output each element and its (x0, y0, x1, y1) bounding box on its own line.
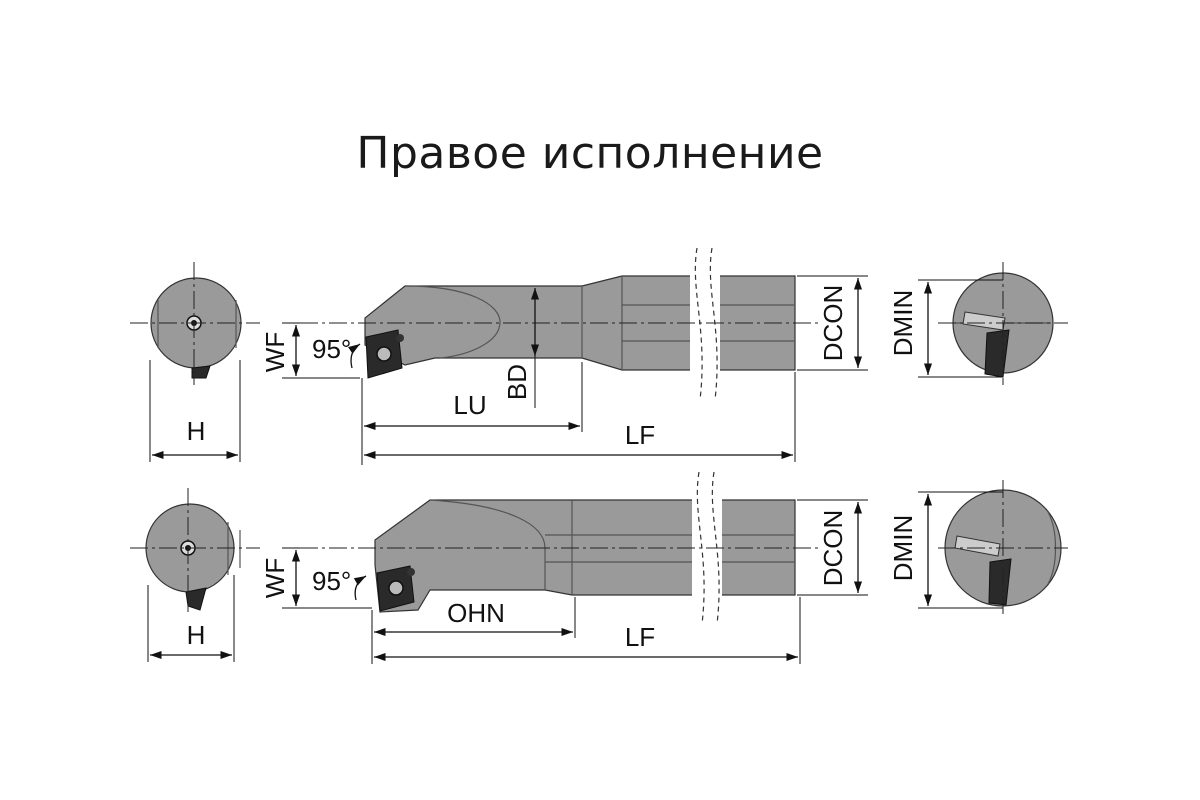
bottom-dmin-dimension: DMIN (888, 491, 1003, 609)
bottom-wf-label: WF (260, 558, 290, 598)
bottom-ohn-dimension: OHN (371, 597, 576, 664)
top-lu-label: LU (453, 390, 486, 420)
top-h-label: H (187, 416, 206, 446)
bottom-lf-label: LF (625, 622, 655, 652)
top-angle-label: 95° (312, 334, 351, 364)
bottom-h-dimension: H (147, 575, 235, 662)
top-dmin-label: DMIN (888, 290, 918, 356)
top-h-dimension: H (149, 360, 241, 462)
top-dcon-label: DCON (818, 285, 848, 362)
top-lf-label: LF (625, 420, 655, 450)
top-dcon-dimension: DCON (797, 275, 868, 371)
top-bd-label: BD (502, 364, 532, 400)
bottom-view: H WF 95° OHN LF DCON (130, 471, 1068, 664)
top-lu-dimension: LU (361, 362, 583, 465)
bottom-wf-dimension: WF 95° (260, 547, 372, 609)
top-lf-dimension: LF (364, 372, 796, 462)
top-view: H WF 95° BD LU LF (130, 247, 1068, 465)
bottom-dmin-label: DMIN (888, 515, 918, 581)
bottom-lf-dimension: LF (374, 597, 801, 664)
top-bd-dimension: BD (502, 288, 540, 408)
bottom-right-end-view (938, 480, 1068, 615)
top-right-end-view (938, 262, 1068, 385)
bottom-h-label: H (187, 620, 206, 650)
page-title: Правое исполнение (356, 128, 824, 179)
bottom-left-end-view (130, 488, 260, 612)
top-left-end-view (130, 262, 260, 385)
top-dmin-dimension: DMIN (888, 279, 1003, 378)
top-wf-label: WF (260, 332, 290, 372)
bottom-dcon-label: DCON (818, 510, 848, 587)
bottom-ohn-label: OHN (447, 598, 505, 628)
top-wf-dimension: WF 95° (260, 322, 361, 379)
top-boring-bar (300, 247, 820, 401)
bottom-boring-bar (300, 471, 820, 625)
bottom-angle-label: 95° (312, 566, 351, 596)
bottom-dcon-dimension: DCON (797, 499, 868, 596)
